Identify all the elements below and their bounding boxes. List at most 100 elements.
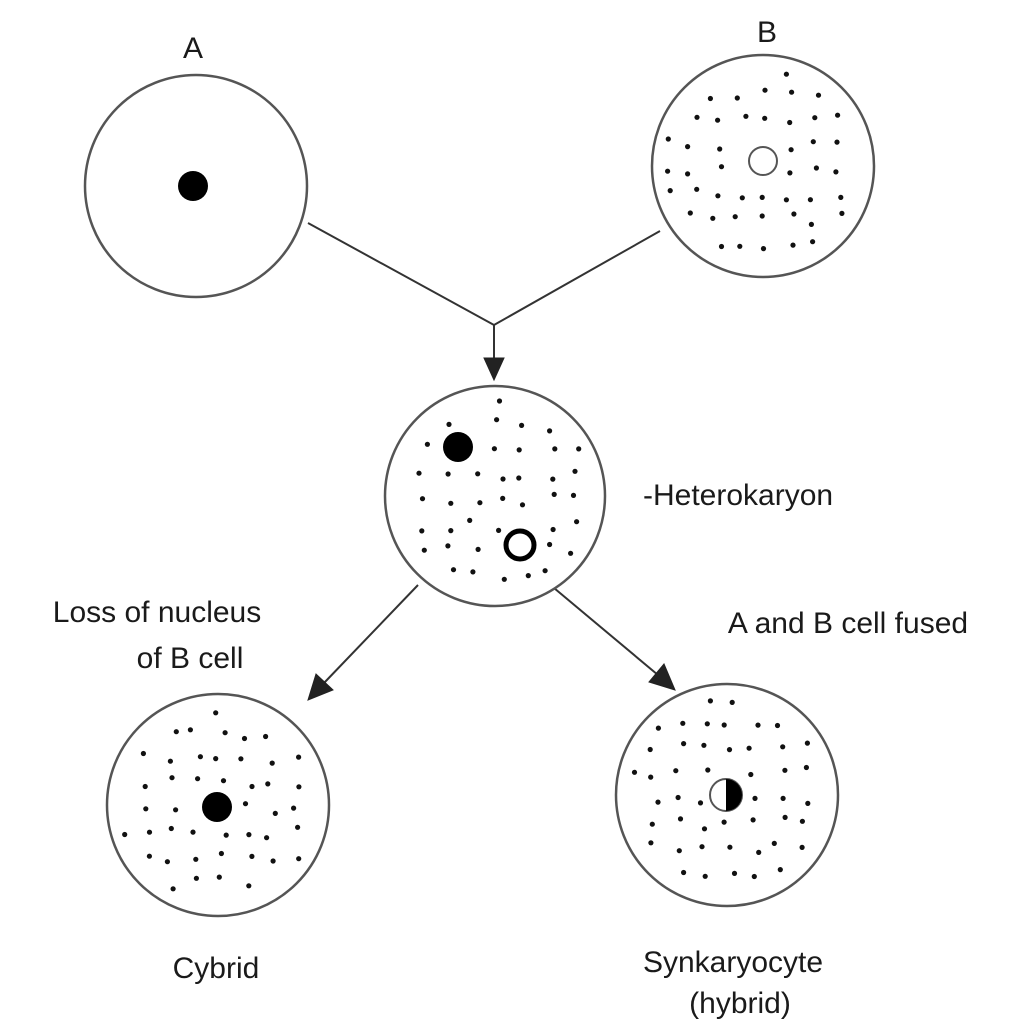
- cytoplasm-granule: [781, 796, 786, 801]
- cytoplasm-granule: [271, 858, 276, 863]
- cytoplasm-granule: [650, 822, 655, 827]
- cytoplasm-granule: [568, 551, 573, 556]
- cytoplasm-granule: [710, 216, 715, 221]
- cybrid-label: Cybrid: [173, 952, 260, 985]
- cytoplasm-granule: [242, 736, 247, 741]
- cytoplasm-granule: [708, 96, 713, 101]
- cytoplasm-granule: [188, 727, 193, 732]
- cytoplasm-granule: [147, 830, 152, 835]
- cytoplasm-granule: [702, 826, 707, 831]
- cytoplasm-granule: [775, 723, 780, 728]
- cytoplasm-granule: [665, 169, 670, 174]
- cytoplasm-granule: [476, 547, 481, 552]
- cytoplasm-granule: [194, 876, 199, 881]
- cytoplasm-granule: [571, 493, 576, 498]
- cytoplasm-granule: [520, 502, 525, 507]
- cell-a-nucleus: [178, 171, 208, 201]
- heterokaryon-label: -Heterokaryon: [643, 479, 833, 512]
- synkaryocyte-label-line2: (hybrid): [689, 987, 791, 1020]
- cytoplasm-granule: [419, 528, 424, 533]
- synkaryocyte: [616, 684, 838, 906]
- cytoplasm-granule: [789, 147, 794, 152]
- cytoplasm-granule: [147, 854, 152, 859]
- cytoplasm-granule: [740, 195, 745, 200]
- cytoplasm-granule: [213, 756, 218, 761]
- cytoplasm-granule: [169, 826, 174, 831]
- cytoplasm-granule: [782, 768, 787, 773]
- cytoplasm-granule: [173, 807, 178, 812]
- synkaryocyte-arrow-head: [649, 664, 675, 690]
- cytoplasm-granule: [808, 197, 813, 202]
- cytoplasm-granule: [219, 851, 224, 856]
- cytoplasm-granule: [477, 500, 482, 505]
- cytoplasm-granule: [787, 120, 792, 125]
- cytoplasm-granule: [732, 871, 737, 876]
- cytoplasm-granule: [295, 825, 300, 830]
- cytoplasm-granule: [708, 698, 713, 703]
- cytoplasm-granule: [816, 93, 821, 98]
- cytoplasm-granule: [699, 844, 704, 849]
- cytoplasm-granule: [809, 222, 814, 227]
- cytoplasm-granule: [737, 244, 742, 249]
- cytoplasm-granule: [221, 778, 226, 783]
- cytoplasm-granule: [500, 476, 505, 481]
- cytoplasm-granule: [694, 187, 699, 192]
- cytoplasm-granule: [761, 246, 766, 251]
- cytoplasm-granule: [143, 784, 148, 789]
- cytoplasm-granule: [656, 726, 661, 731]
- cytoplasm-granule: [835, 113, 840, 118]
- cytoplasm-granule: [632, 770, 637, 775]
- cytoplasm-granule: [733, 214, 738, 219]
- cytoplasm-granule: [805, 801, 810, 806]
- cytoplasm-granule: [193, 857, 198, 862]
- cell-a-label: A: [183, 32, 203, 65]
- synkaryocyte-label-line1: Synkaryocyte: [643, 946, 823, 979]
- cytoplasm-granule: [198, 754, 203, 759]
- cytoplasm-granule: [752, 874, 757, 879]
- cytoplasm-granule: [446, 422, 451, 427]
- cytoplasm-granule: [727, 747, 732, 752]
- cytoplasm-granule: [446, 471, 451, 476]
- cytoplasm-granule: [169, 775, 174, 780]
- cytoplasm-granule: [516, 475, 521, 480]
- cytoplasm-granule: [213, 710, 218, 715]
- cytoplasm-granule: [812, 115, 817, 120]
- cytoplasm-granule: [249, 854, 254, 859]
- cytoplasm-granule: [165, 859, 170, 864]
- cytoplasm-granule: [722, 722, 727, 727]
- heterokaryon: [385, 386, 605, 606]
- loss-of-nucleus-note-line1: Loss of nucleus: [53, 596, 261, 629]
- cytoplasm-granule: [677, 848, 682, 853]
- cytoplasm-granule: [576, 446, 581, 451]
- cytoplasm-granule: [270, 761, 275, 766]
- cytoplasm-granule: [648, 840, 653, 845]
- cell-a: [85, 75, 307, 297]
- cytoplasm-granule: [685, 171, 690, 176]
- cytoplasm-granule: [497, 398, 502, 403]
- cytoplasm-granule: [517, 447, 522, 452]
- cytoplasm-granule: [224, 833, 229, 838]
- cytoplasm-granule: [783, 815, 788, 820]
- cytoplasm-granule: [715, 118, 720, 123]
- cytoplasm-granule: [755, 723, 760, 728]
- cytoplasm-granule: [296, 856, 301, 861]
- cytoplasm-granule: [701, 743, 706, 748]
- cytoplasm-granule: [249, 784, 254, 789]
- cytoplasm-granule: [722, 820, 727, 825]
- cytoplasm-granule: [688, 210, 693, 215]
- synkaryocyte-arrow-shaft: [554, 588, 658, 675]
- cytoplasm-granule: [416, 471, 421, 476]
- cell-b: [652, 55, 874, 277]
- cytoplasm-granule: [547, 542, 552, 547]
- cytoplasm-granule: [467, 518, 472, 523]
- cytoplasm-granule: [833, 169, 838, 174]
- cytoplasm-granule: [800, 819, 805, 824]
- cytoplasm-granule: [492, 446, 497, 451]
- cytoplasm-granule: [805, 741, 810, 746]
- cytoplasm-granule: [810, 239, 815, 244]
- cytoplasm-granule: [291, 806, 296, 811]
- cytoplasm-granule: [747, 746, 752, 751]
- cytoplasm-granule: [551, 527, 556, 532]
- cytoplasm-granule: [790, 243, 795, 248]
- cytoplasm-granule: [420, 496, 425, 501]
